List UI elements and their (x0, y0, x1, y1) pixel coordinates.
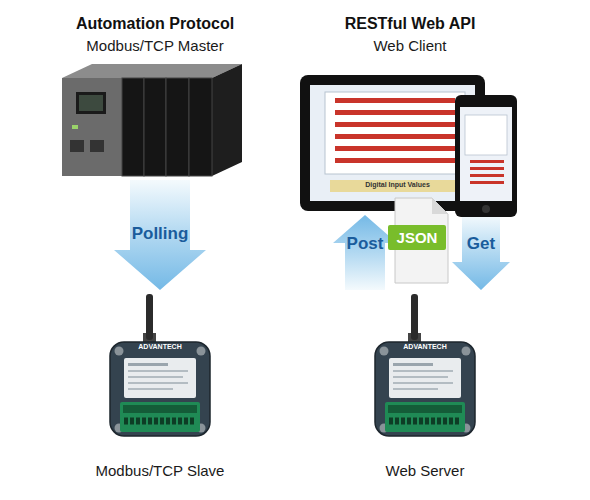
server-device (375, 294, 475, 436)
io-module (166, 78, 189, 176)
chart-bar (335, 134, 455, 139)
tablet-screen (310, 85, 475, 201)
phone-chart (465, 115, 507, 155)
flow-arrow (114, 180, 206, 290)
node-label: Web Server (386, 462, 465, 480)
chart-bar (470, 160, 504, 163)
chart-caption: Digital Input Values (330, 181, 465, 189)
node-label: Modbus/TCP Slave (96, 462, 225, 480)
phone-button (482, 205, 490, 213)
brand-label: ADVANTECH (125, 343, 195, 351)
phone-frame (455, 95, 517, 217)
json-document-illustration (388, 198, 448, 283)
json-badge (388, 225, 446, 250)
plc-top (62, 64, 242, 78)
chart-bar (335, 110, 455, 115)
phone-illustration (455, 95, 517, 217)
plc-display (76, 92, 106, 114)
chart-plot (325, 92, 465, 174)
plc-display-screen (79, 95, 103, 111)
io-module (122, 78, 144, 176)
io-module (189, 78, 212, 176)
modbus-slave-node: Modbus/TCP Slave (95, 290, 225, 480)
section-heading: Automation Protocol (76, 14, 234, 33)
io-module (144, 78, 166, 176)
edge-label: Get (436, 234, 526, 254)
plc-port (70, 140, 84, 152)
edge-label: Post (320, 234, 410, 254)
chart-bar (470, 167, 504, 170)
chart-caption-band (330, 180, 465, 192)
plc-front (62, 78, 212, 176)
edge-label: Polling (115, 224, 205, 244)
phone-screen (460, 107, 512, 201)
chart-bar (335, 158, 455, 163)
web-server-node: Web Server (360, 290, 490, 480)
chart-bar (335, 98, 455, 103)
brand-label: ADVANTECH (390, 343, 460, 351)
plc-port (90, 140, 104, 152)
chart-bar (335, 122, 455, 127)
section-heading: RESTful Web API (345, 14, 476, 33)
node-label: Modbus/TCP Master (86, 37, 223, 55)
document-fold (432, 198, 448, 214)
chart-bar (470, 174, 504, 177)
plc-cpu-module (62, 78, 122, 176)
node-label: JSON (397, 229, 438, 247)
plc-side (212, 64, 242, 176)
json-document-node: JSON (388, 195, 446, 281)
plc-illustration (62, 64, 242, 176)
chart-bar (470, 181, 504, 184)
node-label: Web Client (373, 37, 446, 55)
plc-led (72, 125, 78, 129)
chart-bar (335, 146, 455, 151)
plc-master-node: Automation ProtocolModbus/TCP Master (55, 14, 255, 180)
slave-device (110, 294, 210, 436)
